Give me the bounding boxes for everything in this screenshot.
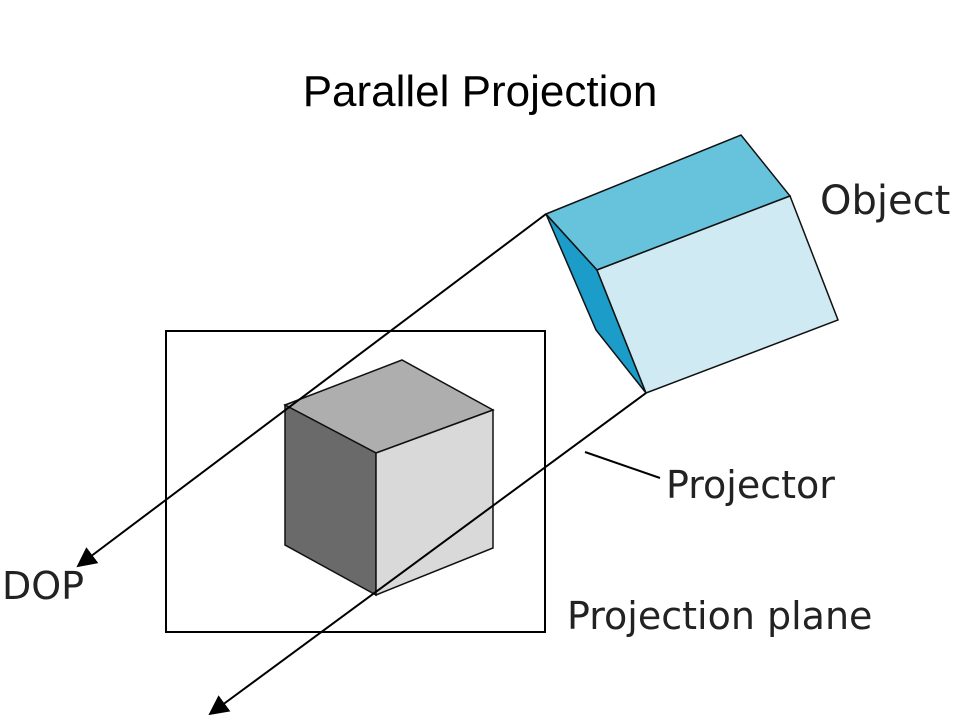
object-box bbox=[544, 134, 839, 394]
object-label: Object bbox=[820, 178, 950, 224]
projector-label-pointer bbox=[584, 451, 661, 479]
projectors bbox=[76, 213, 647, 716]
projection-plane-label: Projection plane bbox=[567, 594, 872, 638]
object-front-face bbox=[596, 195, 839, 394]
dop-label: DOP bbox=[2, 564, 84, 608]
projected-cube bbox=[283, 359, 495, 597]
projector-line-bottom bbox=[208, 392, 647, 716]
projector-label: Projector bbox=[666, 463, 835, 507]
projector-line-top bbox=[76, 213, 547, 568]
projection-plane bbox=[165, 330, 546, 633]
slide-title: Parallel Projection bbox=[302, 67, 658, 116]
projected-cube-right-face bbox=[375, 408, 494, 597]
